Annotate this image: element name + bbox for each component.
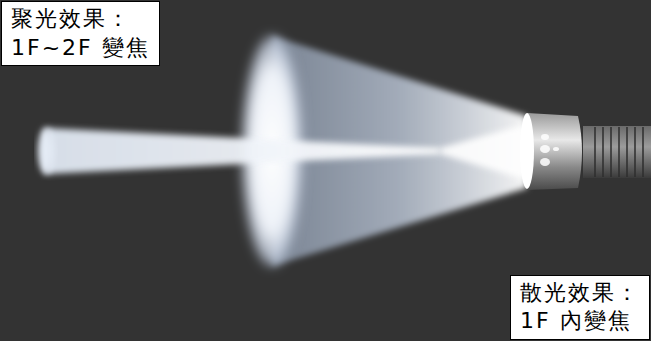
label-box: 聚光效果：1F~2F 變焦 [1,1,160,66]
body-ridges [595,127,643,177]
focus-beam-end [38,128,54,174]
head-markings [540,134,559,166]
focus-beam-far [45,128,440,174]
effect-heading: 散光效果： [520,279,640,308]
flashlight-body [583,126,651,178]
effect-heading: 聚光效果： [11,5,150,34]
flashlight-lens [520,113,534,189]
zoom-range: 1F~2F 變焦 [11,34,150,63]
focus-beam-near [440,124,527,180]
zoom-range: 1F 內變焦 [520,307,640,336]
label-box: 散光效果：1F 內變焦 [510,275,650,340]
flashlight-head [527,113,582,190]
